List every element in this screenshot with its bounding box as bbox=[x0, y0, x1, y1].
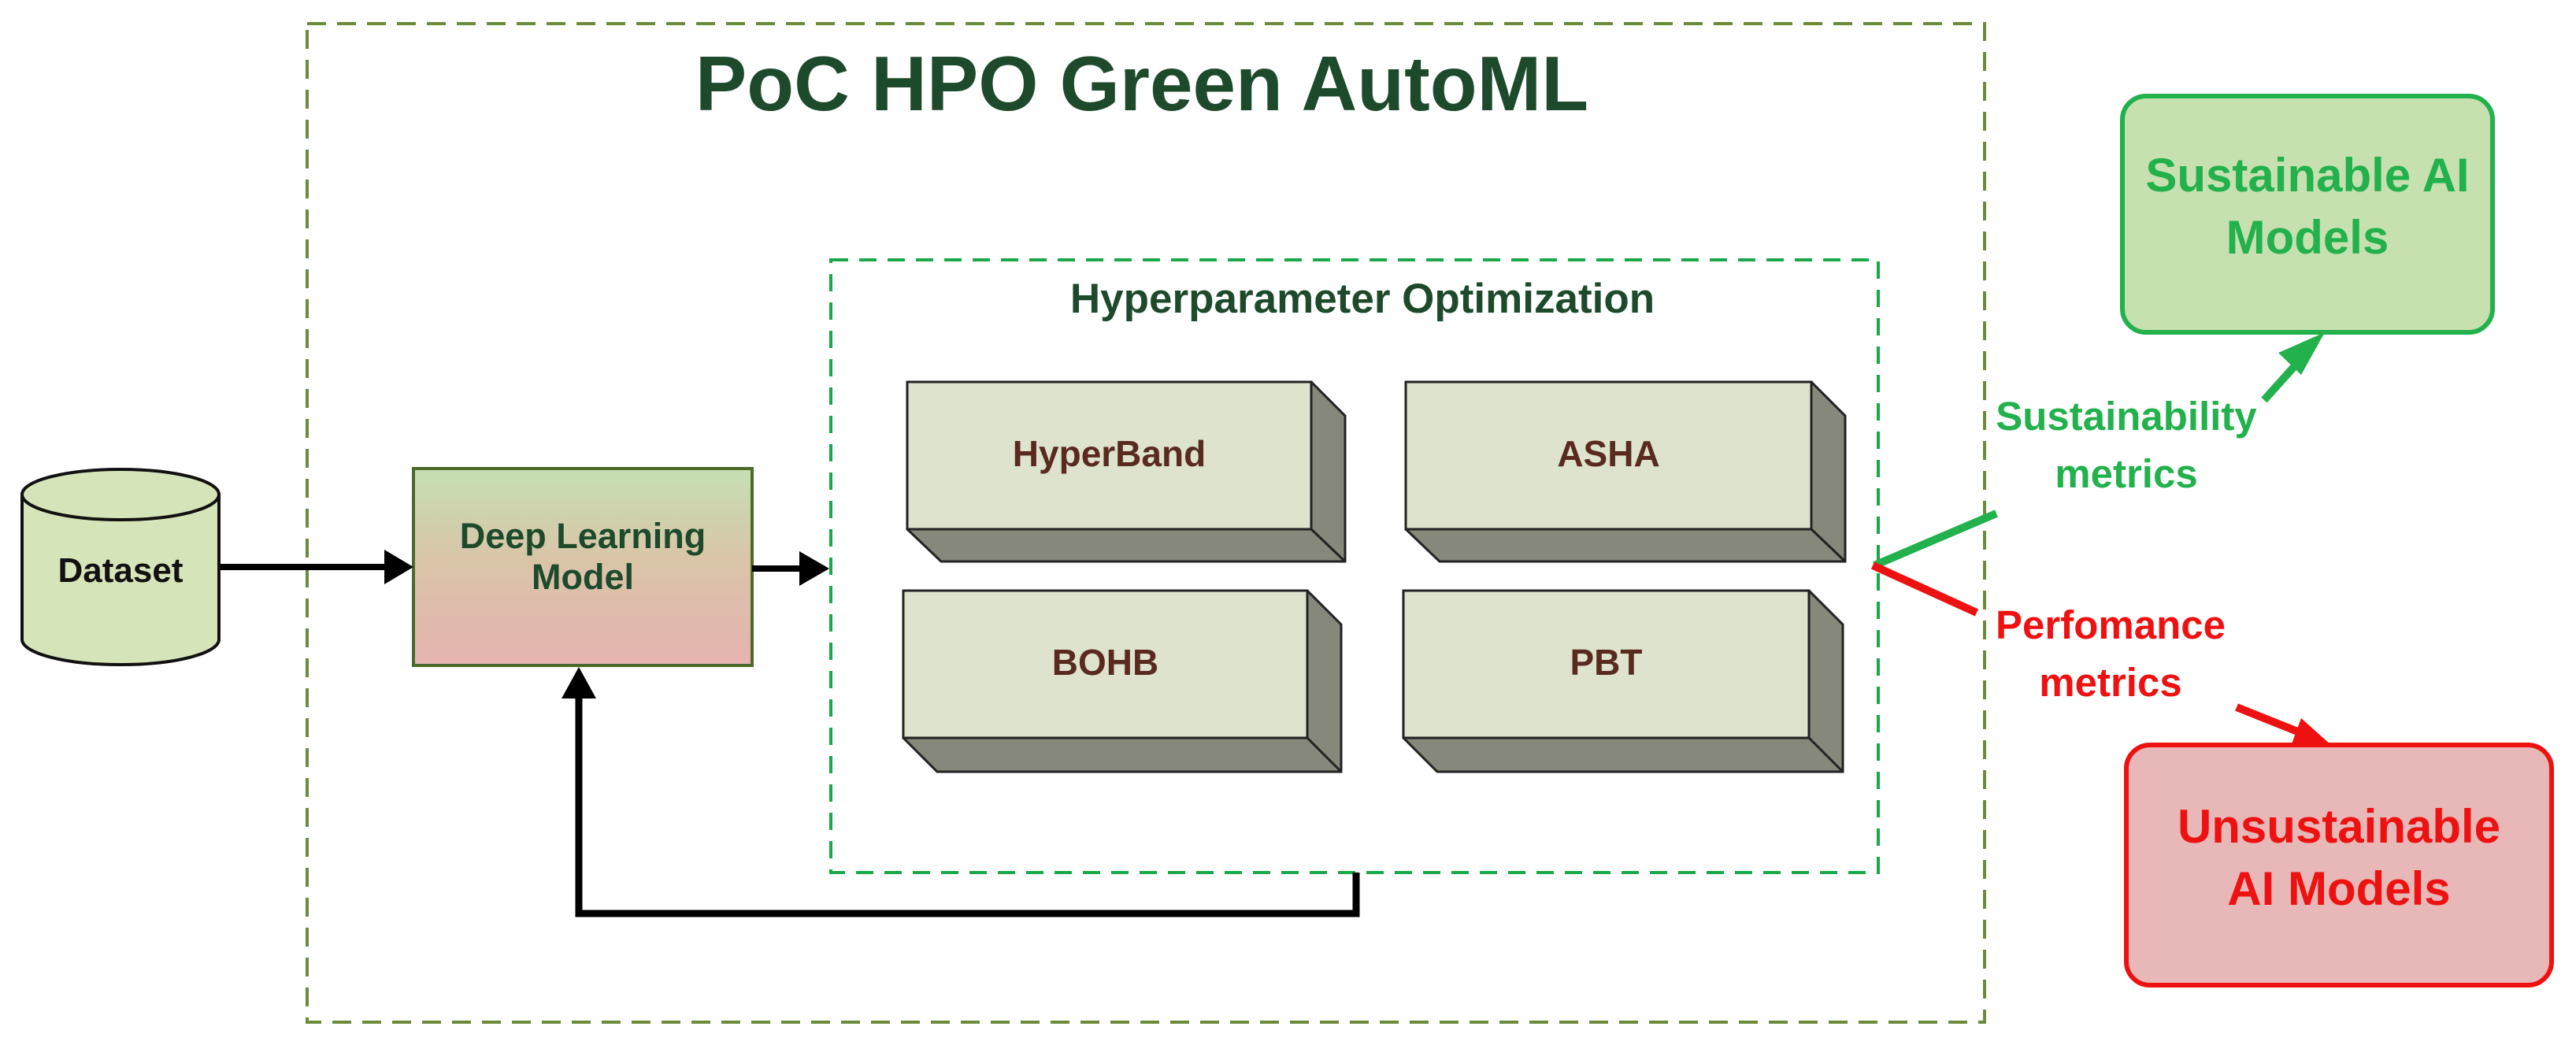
poc-frame bbox=[306, 22, 1986, 1024]
arrow-dataset-to-model bbox=[221, 550, 413, 584]
model-label-line1: Deep Learning bbox=[459, 516, 706, 556]
sustainability-metrics-line2: metrics bbox=[2055, 450, 2198, 496]
sustainability-metrics-line1: Sustainability bbox=[1996, 394, 2257, 439]
sustainable-models-line1: Sustainable AI bbox=[2145, 149, 2470, 202]
sustainable-models-box bbox=[2120, 94, 2495, 335]
performance-metrics-line1: Perfomance bbox=[1996, 602, 2226, 647]
feedback-arrow bbox=[562, 667, 1360, 917]
algo-label-bohb: BOHB bbox=[1051, 642, 1159, 683]
model-label-line2: Model bbox=[532, 556, 634, 597]
algo-box-pbt bbox=[1402, 589, 1844, 773]
sustainable-models-label: Sustainable AI Models bbox=[2122, 148, 2493, 265]
algo-box-hyperband bbox=[906, 380, 1347, 563]
model-label: Deep Learning Model bbox=[413, 516, 752, 598]
algo-label-pbt: PBT bbox=[1570, 642, 1643, 683]
arrow-model-to-hpo bbox=[752, 551, 829, 586]
unsustainable-models-line1: Unsustainable bbox=[2177, 800, 2501, 853]
dataset-cylinder bbox=[20, 468, 221, 666]
algo-label-asha: ASHA bbox=[1557, 433, 1660, 474]
algo-label-hyperband: HyperBand bbox=[1012, 433, 1206, 474]
hpo-title: Hyperparameter Optimization bbox=[1069, 276, 1655, 322]
arrow-sustainability bbox=[1873, 332, 2325, 569]
performance-metrics-line2: metrics bbox=[2039, 659, 2182, 705]
unsustainable-models-box bbox=[2124, 743, 2554, 988]
sustainable-models-line2: Models bbox=[2226, 211, 2389, 264]
performance-metrics-label: Perfomance metrics bbox=[1906, 602, 2315, 706]
unsustainable-models-line2: AI Models bbox=[2227, 862, 2451, 915]
hpo-frame bbox=[829, 258, 1880, 874]
diagram-title: PoC HPO Green AutoML bbox=[695, 40, 1589, 127]
sustainability-metrics-label: Sustainability metrics bbox=[1922, 394, 2331, 497]
algo-box-bohb bbox=[902, 589, 1343, 773]
dataset-label: Dataset bbox=[57, 551, 183, 590]
algo-box-asha bbox=[1404, 380, 1847, 563]
unsustainable-models-label: Unsustainable AI Models bbox=[2126, 799, 2552, 916]
